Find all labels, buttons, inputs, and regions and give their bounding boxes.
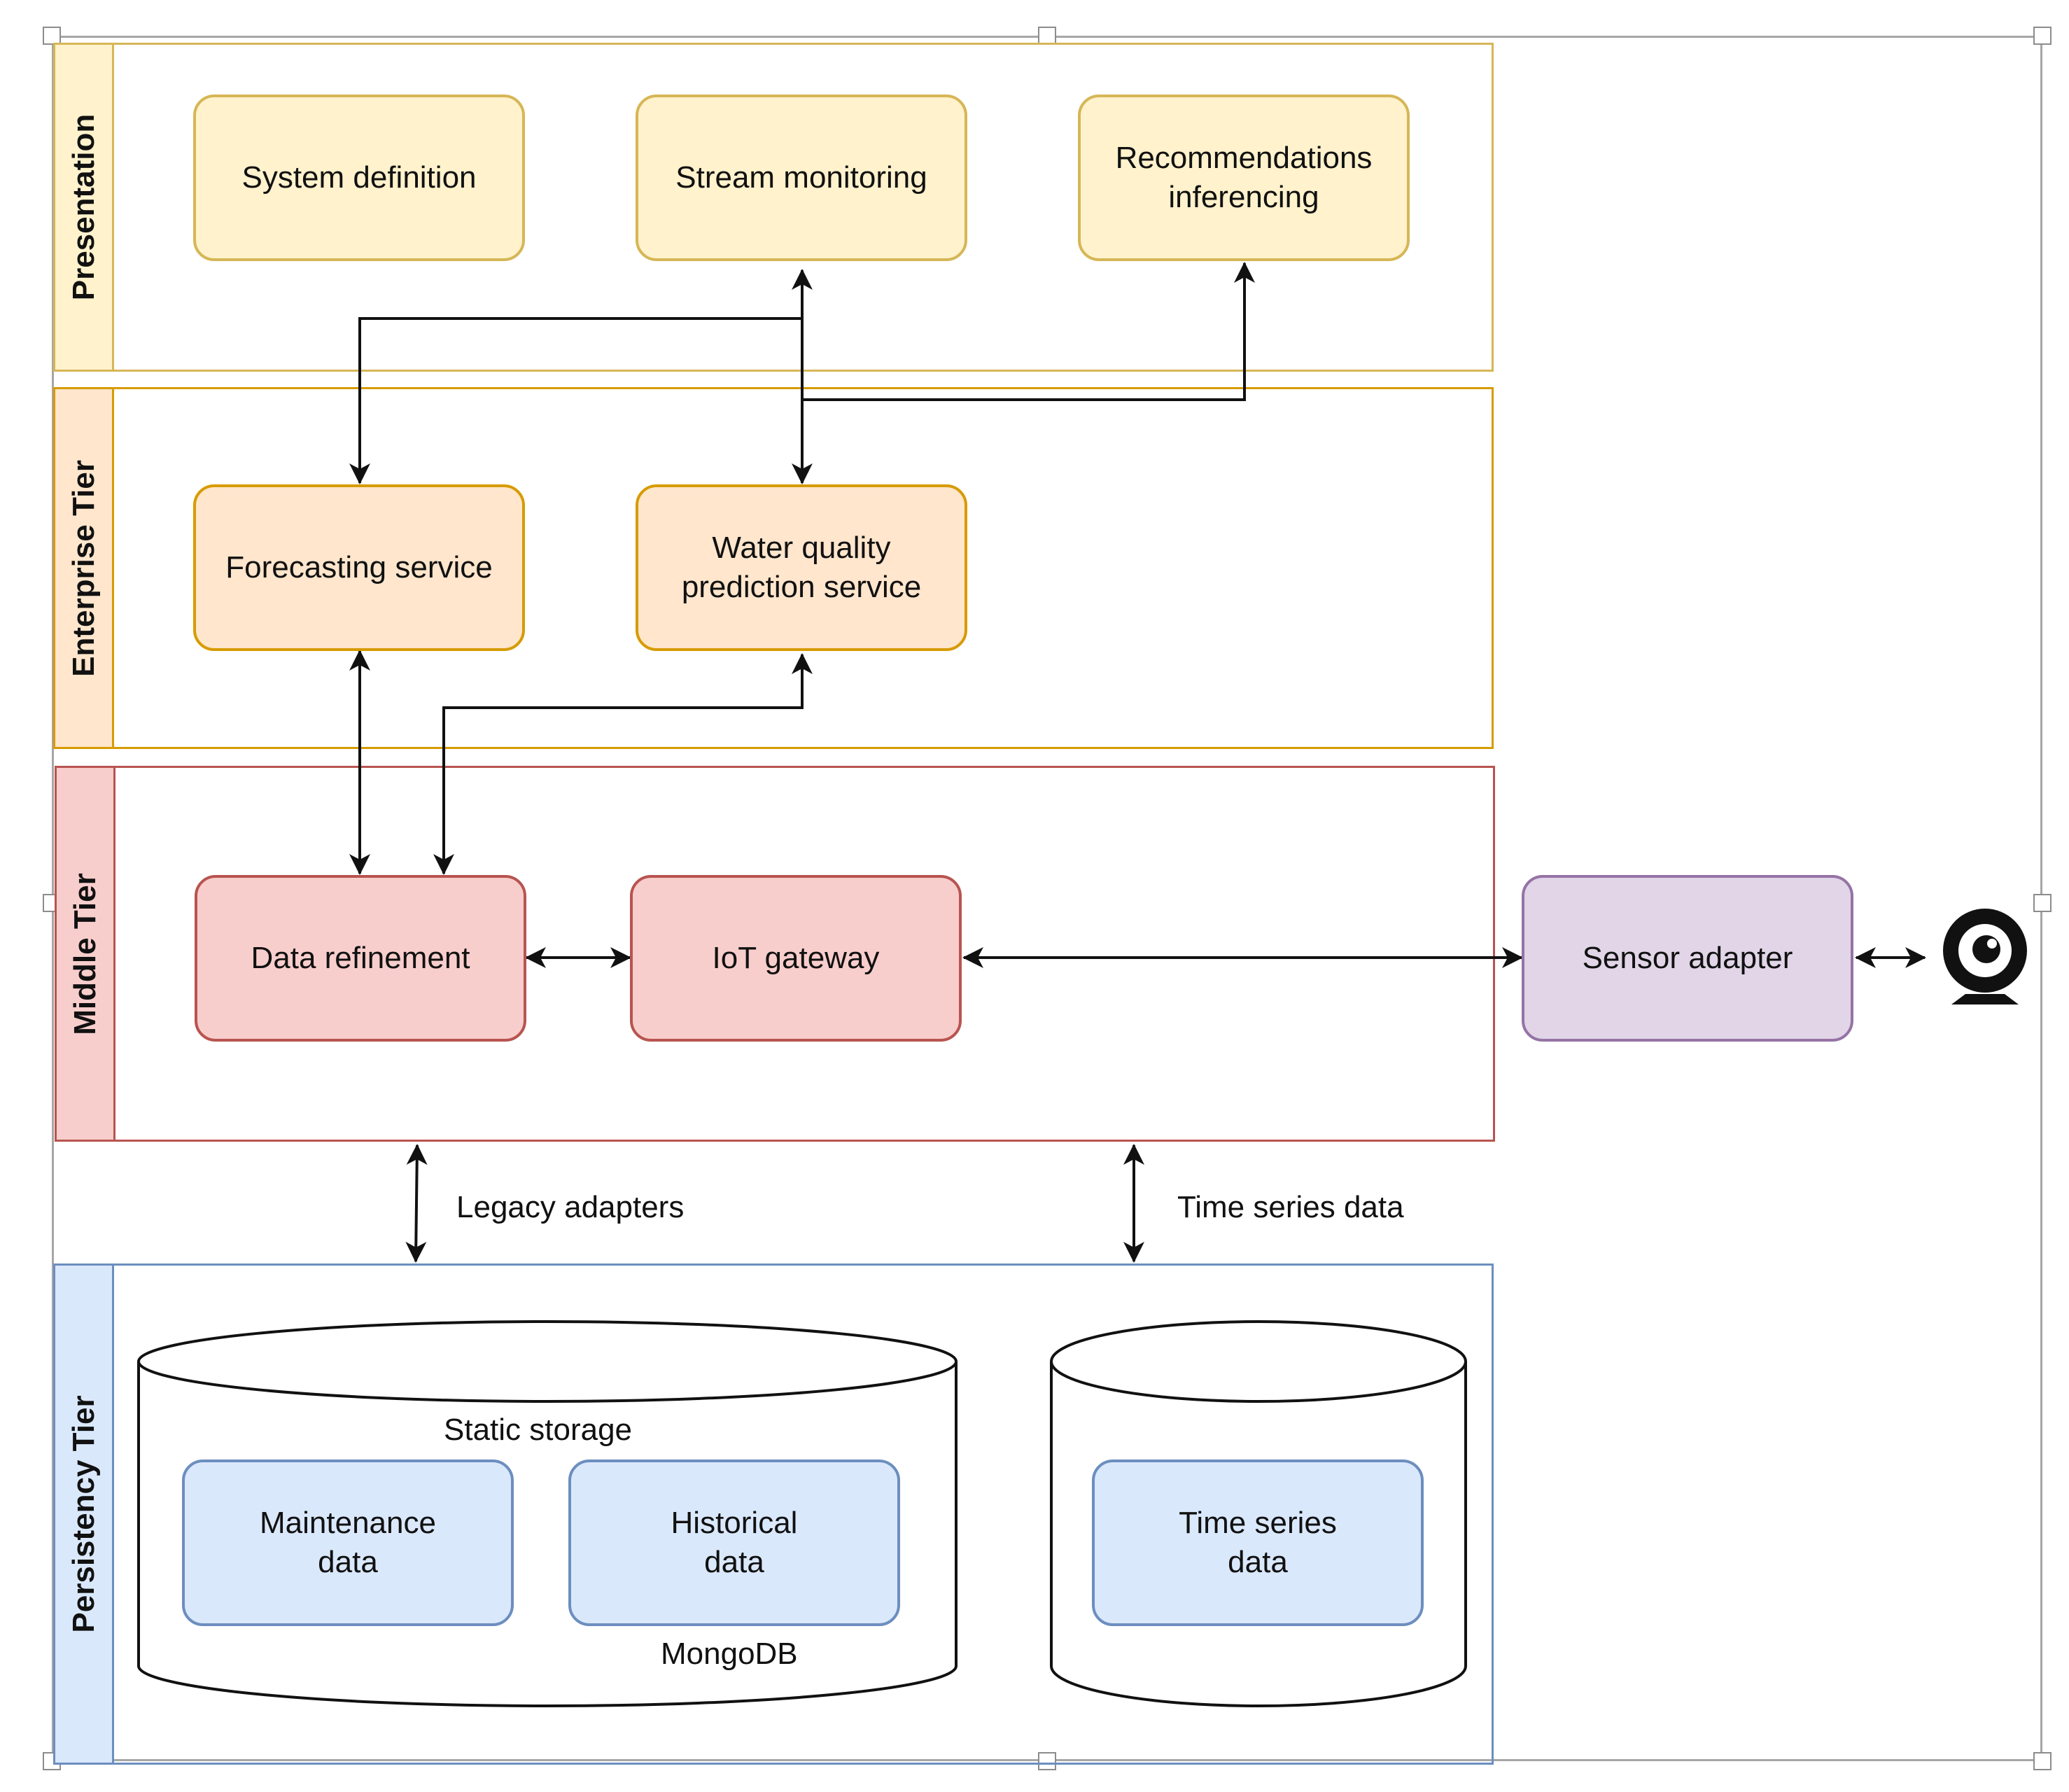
- persistency-tier: Persistency Tier: [53, 1264, 1494, 1765]
- edge-waterquality-recommendations: [802, 262, 1255, 401]
- iot-gateway-node[interactable]: IoT gateway: [630, 875, 962, 1042]
- stream-monitoring-node[interactable]: Stream monitoring: [636, 94, 967, 261]
- data-refinement-node[interactable]: Data refinement: [195, 875, 526, 1042]
- water-quality-prediction-node[interactable]: Water quality prediction service: [636, 484, 967, 651]
- presentation-tier-header: Presentation: [55, 45, 114, 370]
- resize-handle-bottom-center[interactable]: [1038, 1752, 1056, 1770]
- mongodb-label: MongoDB: [661, 1637, 798, 1671]
- resize-handle-top-right[interactable]: [2033, 27, 2052, 45]
- legacy-adapters-label: Legacy adapters: [456, 1190, 685, 1224]
- enterprise-tier-header: Enterprise Tier: [55, 389, 114, 747]
- edge-waterquality-refinement: [433, 653, 813, 875]
- static-storage-label: Static storage: [444, 1413, 633, 1447]
- webcam-icon: [1943, 909, 2027, 1004]
- middle-tier-header: Middle Tier: [57, 768, 115, 1140]
- sensor-adapter-node[interactable]: Sensor adapter: [1522, 875, 1853, 1042]
- time-series-data-node[interactable]: Time series data: [1092, 1460, 1424, 1626]
- resize-handle-bottom-right[interactable]: [2033, 1752, 2052, 1770]
- system-definition-node[interactable]: System definition: [193, 94, 525, 261]
- resize-handle-top-left[interactable]: [43, 27, 61, 45]
- recommendations-inferencing-node[interactable]: Recommendations inferencing: [1078, 94, 1410, 261]
- resize-handle-top-center[interactable]: [1038, 27, 1056, 45]
- time-series-data-label: Time series data: [1177, 1190, 1404, 1224]
- edge-stream-forecasting: [349, 269, 813, 484]
- maintenance-data-node[interactable]: Maintenance data: [182, 1460, 514, 1626]
- resize-handle-middle-right[interactable]: [2033, 894, 2052, 912]
- historical-data-node[interactable]: Historical data: [568, 1460, 900, 1626]
- forecasting-service-node[interactable]: Forecasting service: [193, 484, 525, 651]
- edge-legacy-adapters: [405, 1144, 428, 1263]
- persistency-tier-header: Persistency Tier: [55, 1266, 114, 1763]
